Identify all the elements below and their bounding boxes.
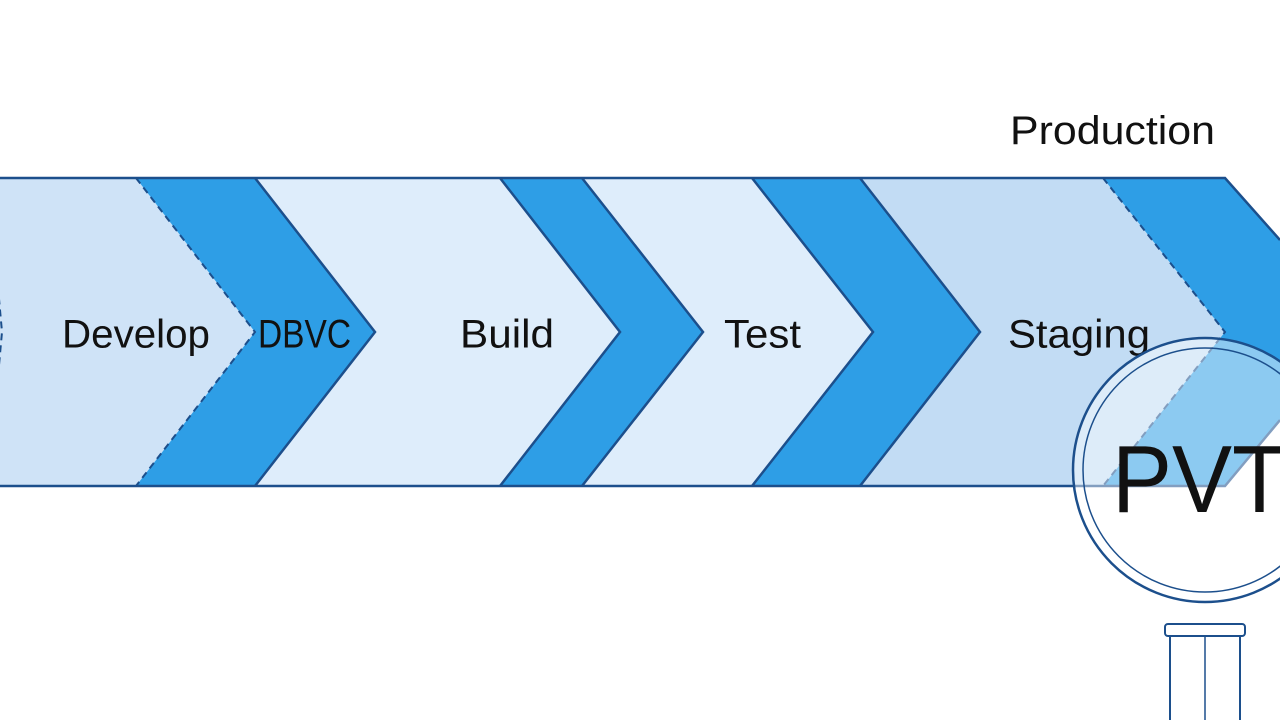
segment-build: [255, 178, 620, 486]
magnifier-label: PVT: [1112, 426, 1280, 533]
band-outline: [0, 176, 1280, 241]
band-outline-bottom: [0, 419, 1280, 488]
production-label: Production: [1010, 109, 1215, 153]
pipeline-band: [0, 176, 1280, 488]
chevron-production: [1103, 178, 1280, 486]
segment-staging: [860, 178, 1225, 486]
segment-test: [582, 178, 873, 486]
stage-label-test: Test: [724, 313, 801, 357]
chevron-test-staging: [752, 178, 980, 486]
chevron-dashed-edges: [0, 177, 1227, 487]
stage-label-build: Build: [460, 313, 554, 357]
stage-label-staging: Staging: [1008, 313, 1150, 357]
segment-develop: [0, 178, 255, 486]
chevron-edges: [254, 177, 982, 487]
stage-label-dbvc: DBVC: [258, 313, 351, 357]
magnifier-icon: PVT: [1071, 336, 1280, 720]
chevron-build-test: [500, 178, 703, 486]
stage-label-develop: Develop: [62, 313, 210, 357]
